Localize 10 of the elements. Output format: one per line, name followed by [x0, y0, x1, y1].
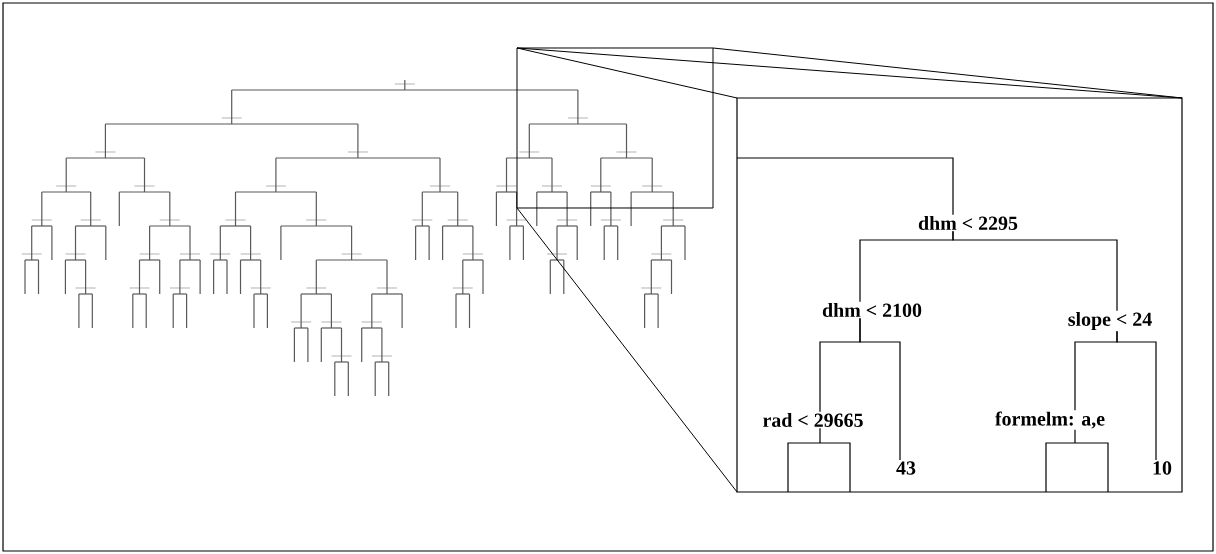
tree-branch [859, 317, 901, 461]
split-label: 10 [1153, 461, 1172, 475]
split-label: dhm < 2295 [918, 216, 1018, 230]
tree-branch [952, 230, 1118, 312]
split-label: formelm: a,e [995, 411, 1105, 429]
split-label: rad < 29665 [763, 413, 863, 427]
split-label: dhm < 2100 [822, 303, 922, 317]
split-label: slope < 24 [1068, 311, 1152, 330]
tree-branch [1116, 330, 1157, 461]
split-label: 43 [896, 461, 916, 475]
